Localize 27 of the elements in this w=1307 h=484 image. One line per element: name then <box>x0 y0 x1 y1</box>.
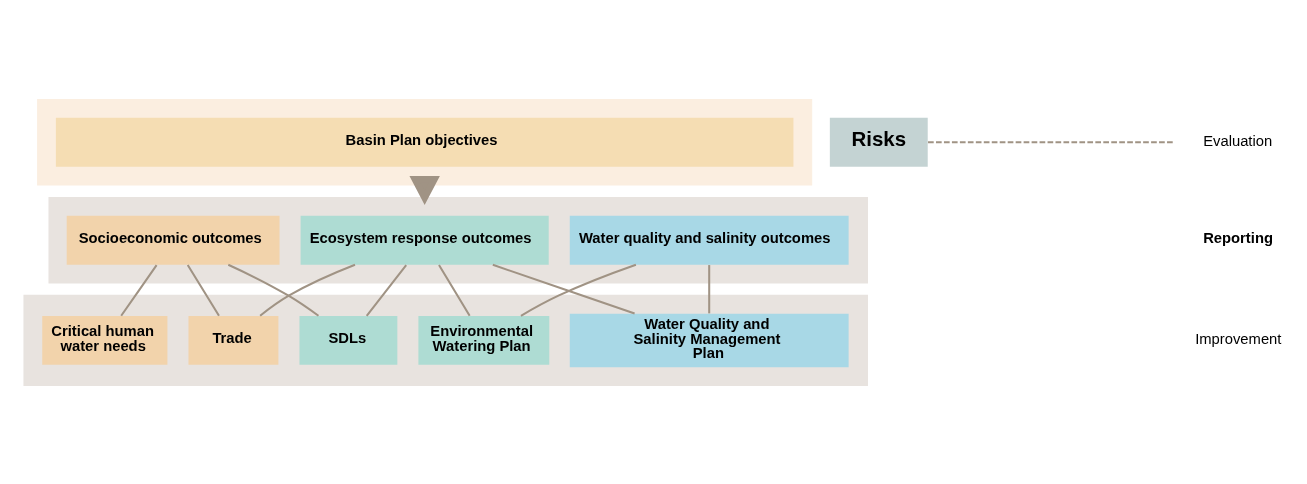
node-box: Risks <box>829 117 928 167</box>
node-box: Water Quality and Salinity Management Plan <box>569 313 849 367</box>
arrow <box>408 175 440 205</box>
label: Reporting <box>1202 229 1273 246</box>
node-box: SDLs <box>298 315 397 365</box>
connector <box>707 264 710 313</box>
node-box: Socioeconomic outcomes <box>66 215 280 265</box>
node-box: Environmental Watering Plan <box>417 315 549 365</box>
cluster <box>48 196 868 283</box>
connector <box>437 264 471 316</box>
connector <box>186 264 220 316</box>
node-box: Ecosystem response outcomes <box>300 215 549 265</box>
node-box: Critical human water needs <box>41 315 167 365</box>
connector <box>927 140 1173 143</box>
node-box: Water quality and salinity outcomes <box>569 215 849 265</box>
connector <box>259 263 355 317</box>
node-box: Trade <box>188 315 278 365</box>
connector <box>491 263 635 315</box>
label: Improvement <box>1194 330 1281 347</box>
cluster <box>36 98 812 186</box>
cluster <box>22 294 868 386</box>
connector <box>365 263 407 316</box>
label: Evaluation <box>1202 132 1272 149</box>
connector <box>119 263 157 316</box>
node-box: Basin Plan objectives <box>55 117 793 167</box>
connector <box>519 263 636 317</box>
connector <box>227 263 319 317</box>
